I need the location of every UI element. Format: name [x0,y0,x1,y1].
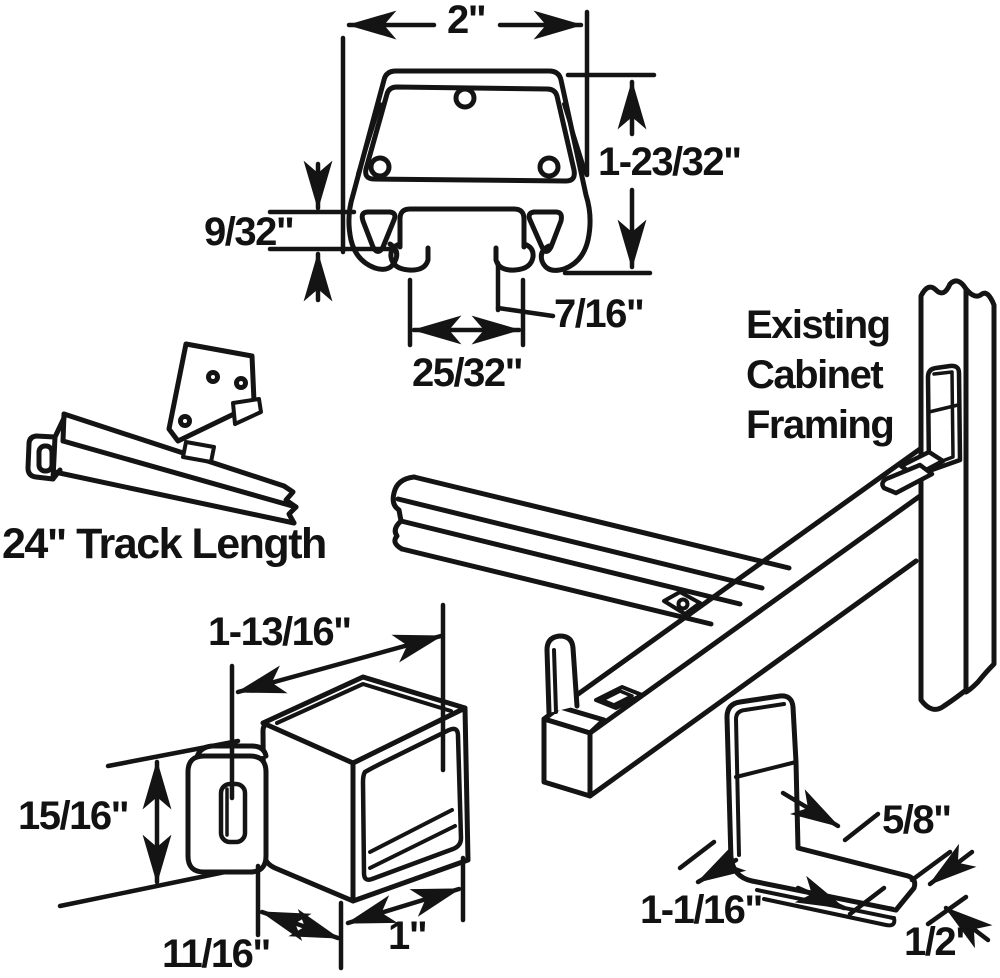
rear-socket-dimensions [57,602,466,971]
cabinet-framing-post [918,278,997,712]
dim-socket-diagonal-label: 1-13/16" [208,610,352,654]
dim-top-width-label: 2" [447,0,487,42]
dim-socket-width-label: 1" [388,914,428,958]
dim-socket-height-label: 15/16" [18,794,130,838]
dim-height-label: 1-23/32" [598,140,742,184]
drawer-track-rail [390,474,792,627]
support-bracket-assembly [541,446,923,799]
dim-bracket-width-label: 1/2" [904,920,974,964]
rear-socket [185,674,471,904]
track-cross-section [346,68,593,273]
dim-lip-offset-label: 9/32" [204,210,295,254]
dim-lip-width-label: 7/16" [554,292,645,336]
corner-mount-bracket [880,363,963,496]
dim-channel-width-label: 25/32" [412,351,524,395]
cabinet-framing-label: Existing Cabinet Framing [746,303,895,447]
l-bracket-dimensions [677,789,993,949]
track-length-label: 24" Track Length [2,520,327,568]
track-assembly [25,341,299,526]
dim-bracket-length-label: 1-1/16" [640,888,763,932]
cross-section-dimensions [267,9,657,348]
dim-socket-depth-label: 11/16" [162,932,271,976]
dim-bracket-flange-label: 5/8" [882,798,952,842]
